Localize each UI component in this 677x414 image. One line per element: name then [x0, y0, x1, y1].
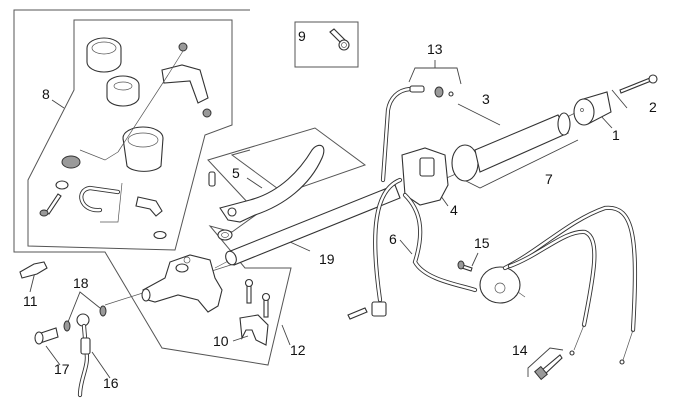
callout-6[interactable]: 6 [389, 231, 397, 247]
leader-6 [399, 239, 413, 255]
reservoir-bracket-drawing [117, 42, 212, 153]
callout-15[interactable]: 15 [474, 235, 490, 251]
callout-19[interactable]: 19 [319, 251, 335, 267]
screw-15-drawing [457, 260, 473, 272]
leader-2 [611, 89, 628, 109]
callout-17[interactable]: 17 [54, 361, 70, 377]
adjuster-14-drawing [534, 354, 563, 381]
bracket-14 [527, 347, 564, 377]
throttle-grip-drawing [451, 112, 571, 182]
leader-17 [45, 345, 61, 366]
brake-switch-drawing [19, 261, 48, 279]
callout-1[interactable]: 1 [612, 127, 620, 143]
reservoir-cap-drawing [86, 37, 122, 73]
washer-drawing [63, 305, 107, 332]
leader-12 [281, 324, 291, 346]
bracket-18 [67, 291, 101, 323]
bar-end-drawing [573, 91, 612, 126]
callout-13[interactable]: 13 [427, 41, 443, 57]
callout-5[interactable]: 5 [232, 165, 240, 181]
reservoir-body-drawing [122, 126, 164, 172]
banjo-bolt-drawing [34, 327, 59, 345]
leader-15 [471, 252, 479, 267]
clamp-drawing [239, 278, 271, 346]
callout-11[interactable]: 11 [23, 293, 38, 309]
callout-18[interactable]: 18 [73, 275, 89, 291]
leader-3 [457, 103, 501, 126]
group-frame-8 [27, 19, 233, 251]
switch-housing-drawing [401, 147, 449, 206]
reservoir-grommet-drawing [39, 149, 119, 217]
group-frame-5 [207, 127, 367, 206]
throttle-cable-adjuster-drawing [380, 85, 454, 183]
bracket-13 [408, 67, 462, 85]
handlebar-drawing [225, 184, 401, 266]
brake-hose-drawing [76, 313, 91, 398]
group-frame-9 [294, 21, 359, 68]
callout-14[interactable]: 14 [512, 342, 528, 358]
leader-19 [289, 241, 311, 252]
bar-end-screw-drawing [619, 74, 658, 94]
master-cylinder-drawing [141, 254, 223, 313]
group-frame-12 [13, 9, 292, 366]
reservoir-hose-drawing [79, 182, 167, 240]
callout-12[interactable]: 12 [290, 342, 306, 358]
wiring-harness-drawing [347, 177, 478, 320]
callout-3[interactable]: 3 [482, 91, 490, 107]
callout-4[interactable]: 4 [450, 202, 458, 218]
leader-5 [246, 177, 263, 189]
callout-8[interactable]: 8 [42, 86, 50, 102]
callout-2[interactable]: 2 [649, 99, 657, 115]
callout-10[interactable]: 10 [213, 333, 229, 349]
reservoir-diaphragm-drawing [106, 75, 140, 107]
callout-9[interactable]: 9 [298, 28, 306, 44]
brake-lever-drawing [208, 144, 325, 241]
callout-7[interactable]: 7 [545, 171, 553, 187]
leader-16 [91, 351, 111, 379]
switch-unit-drawing [479, 205, 638, 365]
screw-9-drawing [329, 28, 350, 51]
leader-8 [51, 99, 65, 109]
leader-10 [232, 335, 249, 342]
callout-16[interactable]: 16 [103, 375, 119, 391]
